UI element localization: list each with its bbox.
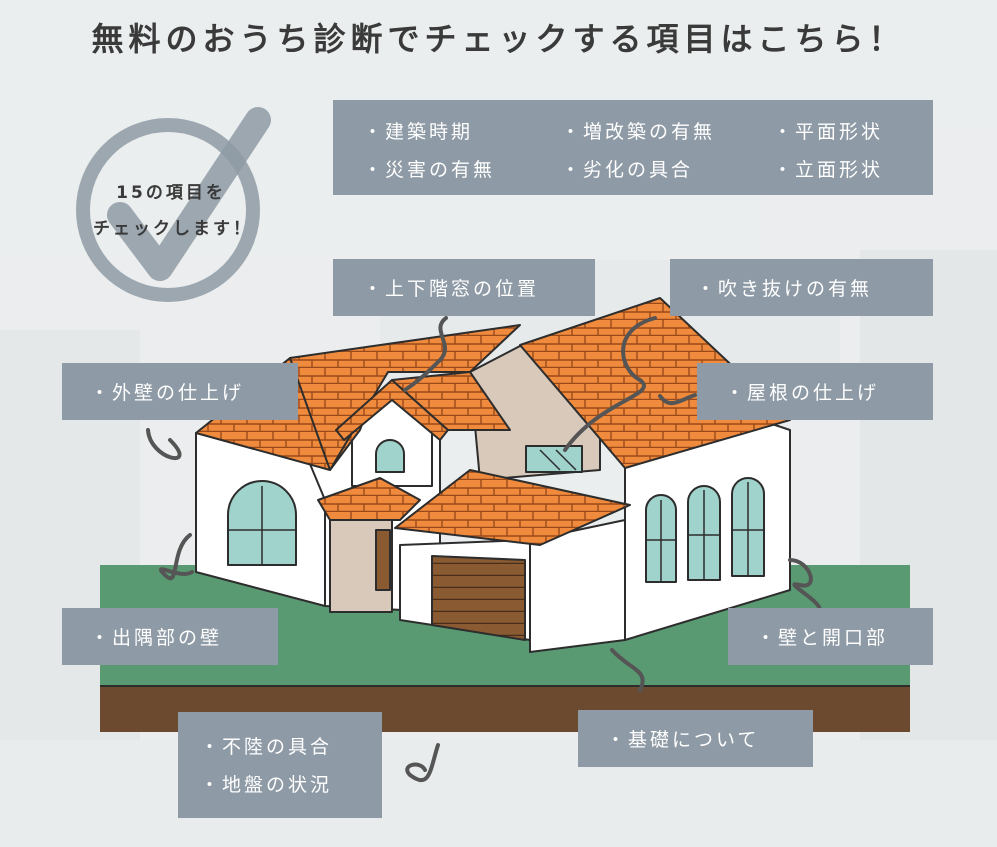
label-corner-wall: ・出隅部の壁 [62,608,278,665]
label-wall-opening: ・壁と開口部 [728,608,933,665]
window-frames [228,449,764,582]
label-atrium: ・吹き抜けの有無 [670,259,933,316]
label-roof: ・屋根の仕上げ [697,363,933,420]
label-ground: ・不陸の具合 ・地盤の状況 [178,712,382,818]
badge-line-2: チェックします！ [93,219,253,239]
label-text: ・上下階窓の位置 [363,278,540,300]
label-text: ・外壁の仕上げ [90,382,245,404]
label-text: ・不陸の具合 [200,736,333,758]
label-text: ・出隅部の壁 [90,627,223,649]
page-title: 無料のおうち診断でチェックする項目はこちら！ [91,20,906,58]
label-text: ・屋根の仕上げ [725,382,880,404]
connector-lines [146,316,822,783]
label-text: ・吹き抜けの有無 [696,278,873,300]
badge-line-1: 15の項目を [116,183,226,203]
check-circle-icon [76,107,271,302]
summary-item: ・建築時期 [363,121,474,143]
summary-box: ・建築時期 ・災害の有無 ・増改築の有無 ・劣化の具合 ・平面形状 ・立面形状 [333,100,933,195]
summary-item: ・災害の有無 [363,159,496,181]
summary-item: ・増改築の有無 [561,121,716,143]
summary-item: ・劣化の具合 [561,159,694,181]
label-foundation: ・基礎について [578,710,813,767]
label-upper-window: ・上下階窓の位置 [333,259,595,316]
house [195,297,791,653]
label-exterior-wall: ・外壁の仕上げ [62,363,298,420]
label-text: ・壁と開口部 [756,627,889,649]
label-text: ・地盤の状況 [200,774,333,796]
summary-item: ・立面形状 [773,159,884,181]
label-text: ・基礎について [606,729,760,751]
summary-item: ・平面形状 [773,121,884,143]
